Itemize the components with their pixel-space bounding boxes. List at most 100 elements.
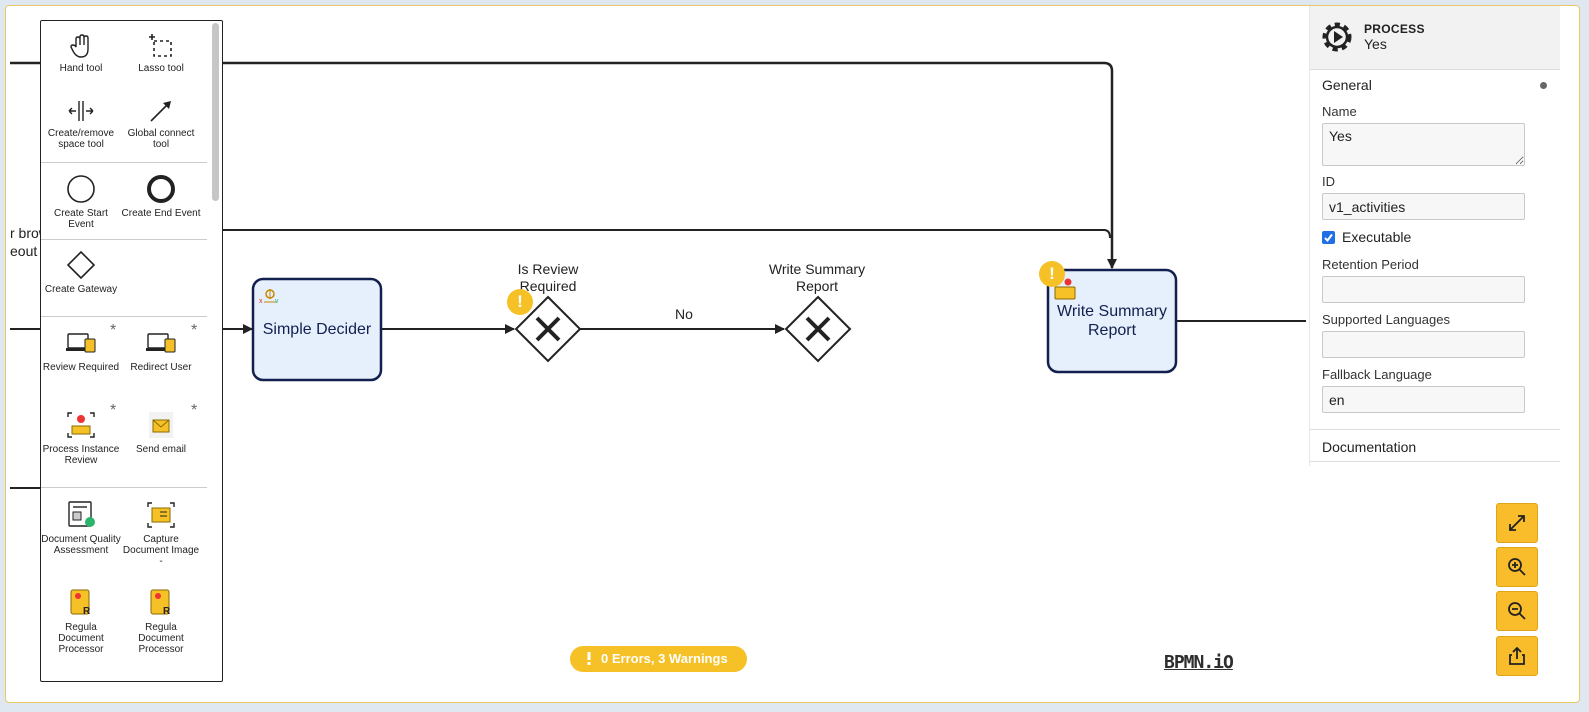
element-name: Yes: [1364, 36, 1387, 52]
warning-icon: [587, 652, 591, 665]
export-button[interactable]: [1496, 636, 1538, 676]
space-tool-label: Create/remove space tool: [47, 128, 115, 150]
custom-marker: *: [110, 402, 117, 419]
zoom-in-button[interactable]: [1496, 547, 1538, 587]
connect-arrow-icon: [150, 101, 171, 122]
sequence-flow-middle[interactable]: [216, 229, 1111, 239]
regula-document-icon: R: [150, 589, 171, 617]
warning-marker-gateway[interactable]: !: [507, 289, 533, 315]
sequence-flow-top[interactable]: [10, 61, 1117, 269]
svg-text:x: x: [259, 298, 263, 305]
zoom-out-icon: [1508, 602, 1526, 620]
document-quality-label: Document Quality Assessment: [41, 534, 121, 556]
svg-text:R: R: [163, 606, 171, 617]
document-quality-tool[interactable]: Document Quality Assessment: [41, 500, 121, 556]
executable-label[interactable]: Executable: [1342, 229, 1412, 245]
redirect-user-tool[interactable]: Redirect User: [121, 330, 201, 373]
lasso-tool-label: Lasso tool: [138, 63, 184, 74]
palette-separator: [41, 316, 207, 317]
retention-field-label: Retention Period: [1322, 257, 1419, 272]
gateway-is-review-required[interactable]: [514, 295, 582, 363]
svg-text:v: v: [275, 298, 279, 305]
lint-status-button[interactable]: 0 Errors, 3 Warnings: [570, 646, 747, 672]
create-end-event[interactable]: Create End Event: [121, 174, 201, 219]
fallback-language-label: Fallback Language: [1322, 367, 1432, 382]
task-write-summary-report-label: Write Summary Report: [1057, 303, 1167, 339]
lasso-tool[interactable]: Lasso tool: [121, 33, 201, 74]
fallback-language-field[interactable]: [1322, 386, 1525, 413]
name-field[interactable]: Yes: [1322, 123, 1525, 166]
capture-document-tool[interactable]: Capture Document Image -: [121, 500, 201, 567]
id-field-label: ID: [1322, 174, 1335, 189]
hand-tool-label: Hand tool: [59, 63, 103, 74]
supported-languages-label: Supported Languages: [1322, 312, 1450, 327]
supported-languages-field[interactable]: [1322, 331, 1525, 358]
zoom-in-icon: [1508, 558, 1526, 576]
gateway-icon: [66, 250, 96, 280]
bpmn-io-logo[interactable]: BPMN.iO: [1164, 652, 1234, 673]
global-connect-tool-label: Global connect tool: [127, 128, 195, 150]
properties-panel: PROCESS Yes General Name Yes ID Executab…: [1309, 6, 1560, 466]
cut-off-label-2: eout: [10, 243, 38, 259]
review-required-tool[interactable]: Review Required: [41, 330, 121, 373]
palette-separator: [41, 487, 207, 488]
section-general-title[interactable]: General: [1322, 77, 1372, 93]
retention-field[interactable]: [1322, 276, 1525, 303]
redirect-user-label: Redirect User: [130, 362, 192, 373]
document-quality-icon: [68, 501, 95, 527]
create-end-event-label: Create End Event: [121, 208, 201, 219]
redirect-user-icon: [146, 333, 176, 353]
section-divider: [1310, 461, 1560, 462]
zoom-out-button[interactable]: [1496, 591, 1538, 631]
svg-text:R: R: [83, 606, 91, 617]
task-type-icon: [1054, 278, 1076, 300]
bpmn-editor: x v r brow eout Simple Decider Is Review…: [5, 5, 1580, 703]
tool-palette: Hand tool Lasso tool Create/remove space…: [40, 20, 223, 682]
section-changed-dot: [1540, 82, 1547, 89]
fit-viewport-button[interactable]: [1496, 503, 1538, 543]
decider-type-icon: x v: [259, 289, 279, 305]
flow-no-label: No: [675, 306, 693, 322]
create-gateway[interactable]: Create Gateway: [41, 250, 121, 295]
task-write-summary-report[interactable]: [1046, 268, 1178, 374]
regula-document-tool-1[interactable]: R Regula Document Processor: [41, 588, 121, 655]
gateway-is-review-required-label: Is Review Required: [517, 261, 579, 294]
regula-document-label-2: Regula Document Processor: [138, 622, 184, 655]
section-documentation-title[interactable]: Documentation: [1322, 439, 1417, 455]
process-review-icon: [67, 412, 95, 438]
process-instance-review-label: Process Instance Review: [42, 444, 120, 466]
space-tool-icon: [68, 101, 94, 121]
name-field-label: Name: [1322, 104, 1357, 119]
review-required-label: Review Required: [42, 362, 120, 373]
palette-separator: [41, 162, 207, 163]
warning-marker-task[interactable]: !: [1039, 261, 1065, 287]
hand-tool[interactable]: Hand tool: [41, 33, 121, 74]
lint-status-text: 0 Errors, 3 Warnings: [601, 651, 728, 666]
gateway-write-summary-report-label: Write Summary Report: [768, 261, 866, 294]
create-start-event[interactable]: Create Start Event: [41, 174, 121, 230]
send-email-tool[interactable]: Send email: [121, 410, 201, 455]
regula-document-tool-2[interactable]: R Regula Document Processor: [121, 588, 201, 655]
send-email-icon: [149, 412, 173, 438]
space-tool[interactable]: Create/remove space tool: [41, 98, 121, 150]
diagram-canvas[interactable]: x v: [6, 6, 1579, 702]
gateway-write-summary-report[interactable]: [784, 295, 852, 363]
send-email-label: Send email: [135, 444, 187, 455]
palette-scrollbar[interactable]: [212, 23, 219, 201]
expand-icon: [1509, 515, 1525, 531]
end-event-icon: [147, 175, 175, 203]
regula-document-icon: R: [70, 589, 91, 617]
properties-header: PROCESS Yes: [1310, 6, 1560, 70]
create-gateway-label: Create Gateway: [44, 284, 118, 295]
palette-separator: [41, 239, 207, 240]
cut-off-label-1: r brow: [10, 225, 49, 241]
process-instance-review-tool[interactable]: Process Instance Review: [41, 410, 121, 466]
task-simple-decider[interactable]: [251, 277, 383, 382]
element-type: PROCESS: [1364, 22, 1425, 36]
id-field[interactable]: [1322, 193, 1525, 220]
section-divider: [1310, 429, 1560, 430]
custom-marker: *: [191, 402, 198, 419]
hand-icon: [70, 34, 89, 58]
global-connect-tool[interactable]: Global connect tool: [121, 98, 201, 150]
executable-checkbox[interactable]: [1322, 231, 1335, 244]
